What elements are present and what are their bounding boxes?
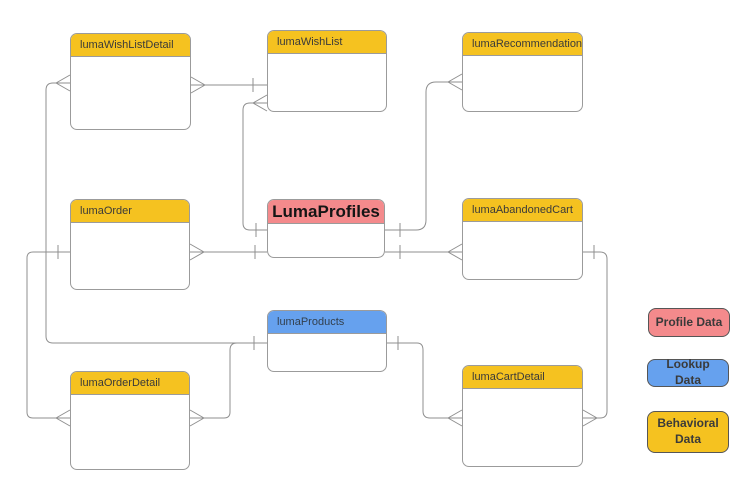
connector-order-profiles xyxy=(189,243,267,261)
entity-title-lumaabandonedcart: lumaAbandonedCart xyxy=(472,204,573,216)
entity-header-lumaabandonedcart: lumaAbandonedCart xyxy=(463,199,582,222)
entity-lumaproducts: lumaProducts xyxy=(267,310,387,372)
entity-header-lumaorderdetail: lumaOrderDetail xyxy=(71,372,189,395)
entity-title-lumawishlistdetail: lumaWishListDetail xyxy=(80,39,174,51)
entity-lumawishlistdetail: lumaWishListDetail xyxy=(70,33,191,130)
entity-title-lumawishlist: lumaWishList xyxy=(277,36,343,48)
entity-lumaprofiles: LumaProfiles xyxy=(267,199,385,258)
entity-lumaabandonedcart: lumaAbandonedCart xyxy=(462,198,583,280)
connector-orderdetail-products xyxy=(189,342,267,427)
entity-header-lumarecommendation: lumaRecommendation xyxy=(463,33,582,56)
entity-title-lumaorderdetail: lumaOrderDetail xyxy=(80,377,161,389)
entity-lumarecommendation: lumaRecommendation xyxy=(462,32,583,112)
entity-header-lumawishlistdetail: lumaWishListDetail xyxy=(71,34,190,57)
connector-abandonedcart-cartdetail xyxy=(582,245,608,427)
connector-products-cartdetail xyxy=(387,336,463,427)
entity-title-lumaorder: lumaOrder xyxy=(80,205,132,217)
entity-title-lumacartdetail: lumaCartDetail xyxy=(472,371,545,383)
legend-item-profile-data: Profile Data xyxy=(648,308,730,337)
entity-header-lumaprofiles: LumaProfiles xyxy=(268,200,384,224)
entity-header-lumaorder: lumaOrder xyxy=(71,200,189,223)
connector-recommendation-profiles xyxy=(385,73,463,237)
connector-wishlistdetail-products xyxy=(45,74,267,350)
entity-lumaorderdetail: lumaOrderDetail xyxy=(70,371,190,470)
entity-lumacartdetail: lumaCartDetail xyxy=(462,365,583,467)
connector-wishlistdetail-wishlist xyxy=(190,76,267,94)
connector-orderdetail-order xyxy=(26,245,71,427)
entity-header-lumawishlist: lumaWishList xyxy=(268,31,386,54)
entity-lumaorder: lumaOrder xyxy=(70,199,190,290)
connector-abandonedcart-profiles xyxy=(385,243,463,261)
entity-title-lumaprofiles: LumaProfiles xyxy=(272,201,380,221)
connector-wishlist-profiles xyxy=(242,94,268,237)
entity-lumawishlist: lumaWishList xyxy=(267,30,387,112)
entity-title-lumaproducts: lumaProducts xyxy=(277,316,345,328)
entity-header-lumaproducts: lumaProducts xyxy=(268,311,386,334)
legend-item-lookup-data: Lookup Data xyxy=(647,357,729,387)
entity-title-lumarecommendation: lumaRecommendation xyxy=(472,38,583,50)
entity-header-lumacartdetail: lumaCartDetail xyxy=(463,366,582,389)
legend-item-behavioral-data: Behavioral Data xyxy=(647,411,729,453)
